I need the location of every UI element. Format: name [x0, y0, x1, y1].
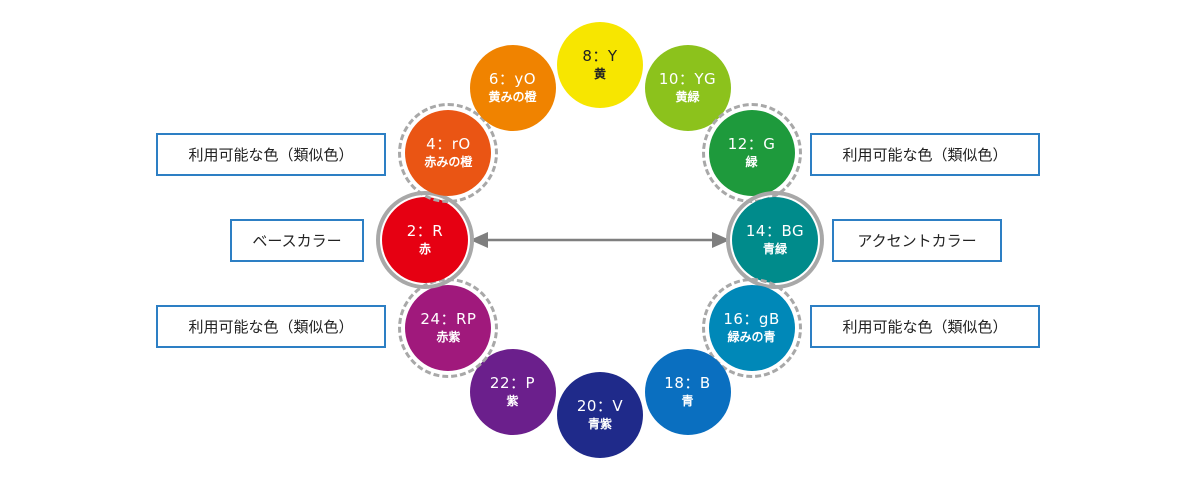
hue-name: 赤	[418, 242, 431, 256]
hue-name: 黄緑	[675, 90, 700, 105]
hue-circle-y: 8：Y 黄	[557, 22, 643, 108]
analogous-label-right-top: 利用可能な色（類似色）	[810, 133, 1040, 176]
hue-code: 12：G	[727, 134, 776, 153]
hue-code: 22：P	[489, 373, 536, 392]
accent-color-label: アクセントカラー	[832, 219, 1002, 262]
analogous-label-left-bottom: 利用可能な色（類似色）	[156, 305, 386, 348]
hue-code: 20：V	[576, 397, 624, 415]
hue-code: 16：gB	[723, 309, 780, 328]
hue-name: 青緑	[762, 242, 787, 256]
analogous-ring-gb	[701, 277, 802, 378]
hue-code: 2：R	[406, 222, 444, 240]
hue-circle-bg: 14：BG 青緑	[732, 197, 818, 283]
base-color-label: ベースカラー	[230, 219, 364, 262]
hue-code: 4：rO	[426, 134, 471, 153]
hue-name: 黄	[593, 67, 606, 81]
analogous-label-right-bottom: 利用可能な色（類似色）	[810, 305, 1040, 348]
hue-code: 8：Y	[582, 47, 618, 65]
hue-code: 24：RP	[420, 309, 477, 328]
hue-name: 赤みの橙	[424, 154, 473, 169]
arrow-head-right	[712, 232, 730, 248]
hue-name: 紫	[506, 393, 519, 408]
hue-name: 赤紫	[436, 329, 461, 344]
hue-code: 6：yO	[488, 70, 537, 89]
hue-circle-v: 20：V 青紫	[557, 372, 643, 458]
hue-code: 14：BG	[745, 222, 805, 240]
hue-code: 10：YG	[658, 70, 717, 89]
hue-name: 黄みの橙	[488, 90, 537, 105]
hue-circle-r: 2：R 赤	[382, 197, 468, 283]
analogous-ring-ro	[398, 102, 499, 203]
hue-name: 緑	[745, 154, 758, 169]
hue-name: 緑みの青	[727, 329, 776, 344]
hue-name: 青紫	[587, 417, 612, 431]
hue-name: 青	[681, 393, 694, 408]
analogous-label-left-top: 利用可能な色（類似色）	[156, 133, 386, 176]
arrow-head-left	[470, 232, 488, 248]
hue-code: 18：B	[664, 373, 711, 392]
